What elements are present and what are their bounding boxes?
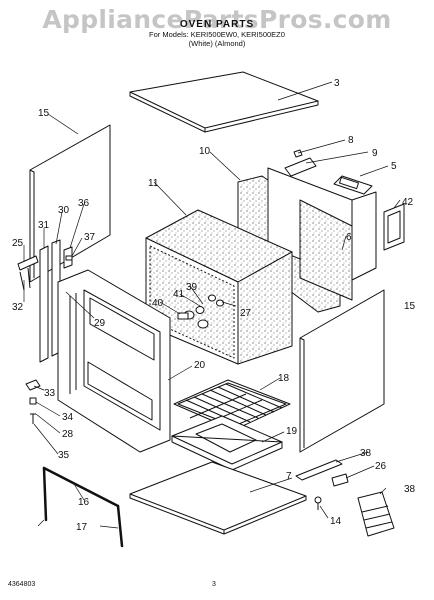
callout-26: 26	[375, 461, 387, 472]
callout-39: 39	[186, 282, 198, 293]
callout-34: 34	[62, 412, 74, 423]
watermark: AppliancePartsPros.com	[42, 5, 392, 34]
callout-28: 28	[62, 429, 74, 440]
callout-14: 14	[330, 516, 342, 527]
callout-25: 25	[12, 238, 24, 249]
model-colors: (White) (Almond)	[188, 39, 246, 48]
callout-7: 7	[286, 471, 292, 482]
callout-6: 6	[346, 232, 352, 243]
callout-41: 41	[173, 289, 185, 300]
callout-9: 9	[372, 148, 378, 159]
callout-30: 30	[58, 205, 70, 216]
broiler-pan	[171, 415, 283, 471]
callout-31: 31	[38, 220, 50, 231]
callout-20: 20	[194, 360, 206, 371]
left-side-panel	[29, 124, 111, 283]
callout-19: 19	[286, 426, 298, 437]
callout-15-right: 15	[404, 301, 416, 312]
callout-40: 40	[152, 298, 164, 309]
door-gasket	[42, 466, 124, 548]
callout-42: 42	[402, 197, 414, 208]
element-terminals	[177, 294, 224, 329]
callout-10: 10	[199, 146, 211, 157]
callout-3: 3	[334, 78, 340, 89]
callout-labels: 3 8 9 10 5 11 15 15 42 30 36 31 37 25 6 …	[12, 78, 416, 533]
callout-17: 17	[76, 522, 88, 533]
leader-lines	[23, 81, 401, 529]
callout-11: 11	[148, 178, 159, 189]
callout-29: 29	[94, 318, 106, 329]
callout-38-lower: 38	[404, 484, 416, 495]
bracket-parts	[295, 459, 395, 537]
callout-15-left: 15	[38, 108, 50, 119]
callout-5: 5	[391, 161, 397, 172]
page-number: 3	[212, 581, 216, 588]
callout-16: 16	[78, 497, 90, 508]
callout-18: 18	[278, 373, 290, 384]
callout-38-upper: 38	[360, 448, 372, 459]
front-frame	[57, 269, 171, 453]
vent-bracket	[383, 203, 405, 251]
callout-8: 8	[348, 135, 354, 146]
callout-35: 35	[58, 450, 70, 461]
leveling-parts	[25, 379, 41, 424]
callout-27: 27	[240, 308, 252, 319]
callout-36: 36	[78, 198, 90, 209]
callout-37: 37	[84, 232, 96, 243]
bottom-panel	[129, 461, 307, 535]
top-panel	[129, 71, 319, 133]
callout-33: 33	[44, 388, 56, 399]
clip-parts	[284, 149, 317, 177]
right-side-panel	[299, 289, 385, 453]
diagram-title: OVEN PARTS	[179, 19, 255, 30]
model-numbers: For Models: KERI500EW0, KERI500EZ0	[149, 30, 285, 39]
callout-32: 32	[12, 302, 24, 313]
document-number: 4364803	[8, 581, 36, 588]
